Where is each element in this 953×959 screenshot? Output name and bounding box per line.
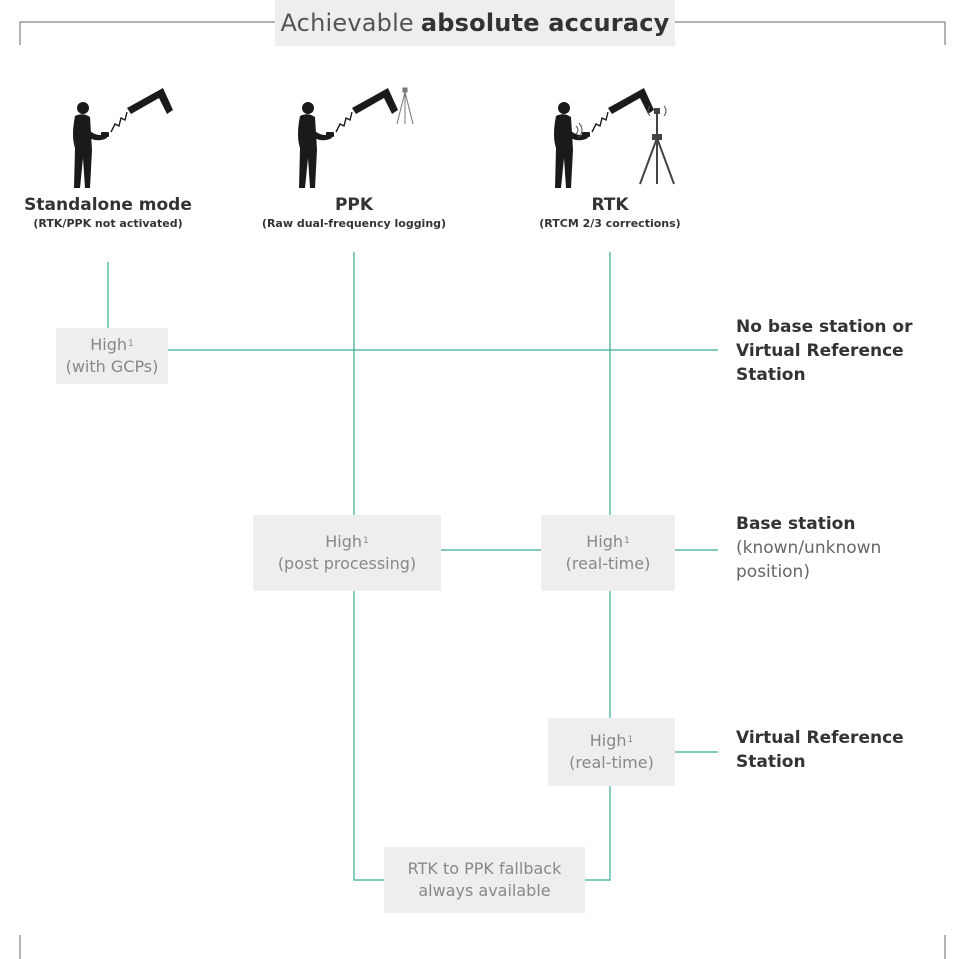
mode-ppk: PPK (Raw dual-frequency logging) (244, 194, 464, 232)
box-note: (with GCPs) (65, 357, 159, 376)
mode-name: Standalone mode (24, 195, 192, 215)
box-rtk-vrs-accuracy: High1 (real-time) (548, 718, 675, 786)
side-line-2: Virtual Reference (736, 341, 904, 361)
box-fallback: RTK to PPK fallback always available (384, 847, 585, 913)
side-line-1: Base station (736, 514, 856, 534)
frame-top-right (675, 21, 946, 45)
box-standalone-accuracy: High1 (with GCPs) (56, 328, 168, 384)
box-main: High1 (90, 334, 134, 356)
side-label-base: Base station (known/unknown position) (736, 512, 946, 584)
fallback-line-1: RTK to PPK fallback (407, 859, 562, 878)
side-line-1: No base station or (736, 317, 913, 337)
footnote-marker: 1 (363, 536, 369, 546)
side-label-vrs: Virtual Reference Station (736, 726, 946, 774)
box-main-text: High (90, 335, 128, 354)
ppk-fallback-line (353, 590, 384, 881)
rtk-fallback-line (585, 785, 611, 881)
operator-drone-icon-standalone (73, 88, 173, 188)
footnote-marker: 1 (624, 536, 630, 546)
box-main: High1 (586, 531, 630, 553)
side-line-2: Station (736, 752, 806, 772)
footnote-marker: 1 (627, 735, 634, 745)
tripod-gnss-icon (639, 105, 675, 185)
side-line-2: (known/unknown (736, 538, 882, 558)
radio-wave-icon (575, 122, 583, 138)
frame-top-left (19, 21, 275, 45)
mode-name: RTK (591, 195, 629, 215)
side-line-1: Virtual Reference (736, 728, 904, 748)
box-rtk-base-accuracy: High1 (real-time) (541, 515, 675, 591)
mode-standalone: Standalone mode (RTK/PPK not activated) (18, 194, 198, 232)
operator-drone-icon-ppk (298, 87, 414, 188)
frame (19, 21, 946, 959)
mode-sub: (RTCM 2/3 corrections) (539, 217, 681, 230)
tripod-small-icon (396, 87, 414, 125)
side-label-no-base: No base station or Virtual Reference Sta… (736, 315, 946, 387)
diagram-title: Achievable absolute accuracy (275, 0, 675, 46)
box-main-text: High (325, 532, 363, 551)
box-note: (real-time) (569, 753, 654, 772)
title-bold: absolute accuracy (420, 9, 670, 37)
title-prefix: Achievable (280, 9, 414, 37)
box-main-text: High (589, 731, 627, 750)
mode-sub: (RTK/PPK not activated) (33, 217, 183, 230)
mode-rtk: RTK (RTCM 2/3 corrections) (520, 194, 700, 232)
side-line-3: position) (736, 562, 810, 582)
box-ppk-accuracy: High1 (post processing) (253, 515, 441, 591)
box-main: High1 (325, 531, 369, 553)
box-note: (real-time) (565, 554, 651, 573)
operator-drone-icon-rtk (554, 88, 675, 188)
box-main-text: High (586, 532, 624, 551)
footnote-marker: 1 (128, 339, 134, 349)
connectors (107, 252, 718, 881)
fallback-line-2: always available (418, 881, 551, 900)
box-note: (post processing) (277, 554, 417, 573)
mode-name: PPK (334, 195, 374, 215)
mode-sub: (Raw dual-frequency logging) (261, 217, 447, 230)
side-line-3: Station (736, 365, 806, 385)
box-main: High1 (590, 730, 634, 752)
